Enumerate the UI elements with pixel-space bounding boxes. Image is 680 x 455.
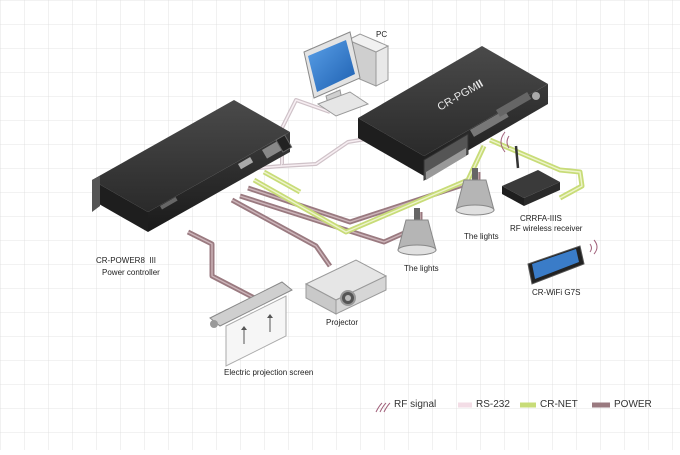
legend-rs232-label: RS-232 xyxy=(476,399,510,410)
projection-screen-device xyxy=(209,281,293,367)
legend-power-label: POWER xyxy=(614,399,652,410)
tablet-label: CR-WiFi G7S xyxy=(532,288,581,297)
power-controller-device xyxy=(92,100,293,232)
pc-label: PC xyxy=(376,30,388,39)
legend-swatches xyxy=(375,402,610,413)
tablet-device xyxy=(527,239,598,285)
power-controller-model-label: CR-POWER8 III xyxy=(96,256,156,266)
projector-label: Projector xyxy=(326,318,359,327)
legend-rf-label: RF signal xyxy=(394,399,437,410)
projector-device xyxy=(304,259,388,315)
screen-label: Electric projection screen xyxy=(224,368,314,377)
crnet-cables xyxy=(252,137,585,235)
rf-receiver-device xyxy=(500,131,560,206)
light-2 xyxy=(397,208,437,256)
rf-receiver-model-label: CRRFA-IIIS xyxy=(520,214,562,223)
legend-rf-swatch xyxy=(375,402,391,413)
pgm-controller-device xyxy=(358,46,548,181)
rf-receiver-desc-label: RF wireless receiver xyxy=(510,224,583,233)
pc-device xyxy=(303,31,390,117)
power-controller-desc-label: Power controller xyxy=(102,268,160,277)
legend-crnet-label: CR-NET xyxy=(540,399,578,410)
power-suffix-text: III xyxy=(149,256,157,265)
lights-label-1: The lights xyxy=(464,232,499,241)
light-1 xyxy=(455,168,495,216)
lights-label-2: The lights xyxy=(404,264,439,273)
power-model-text: CR-POWER8 xyxy=(96,256,145,265)
